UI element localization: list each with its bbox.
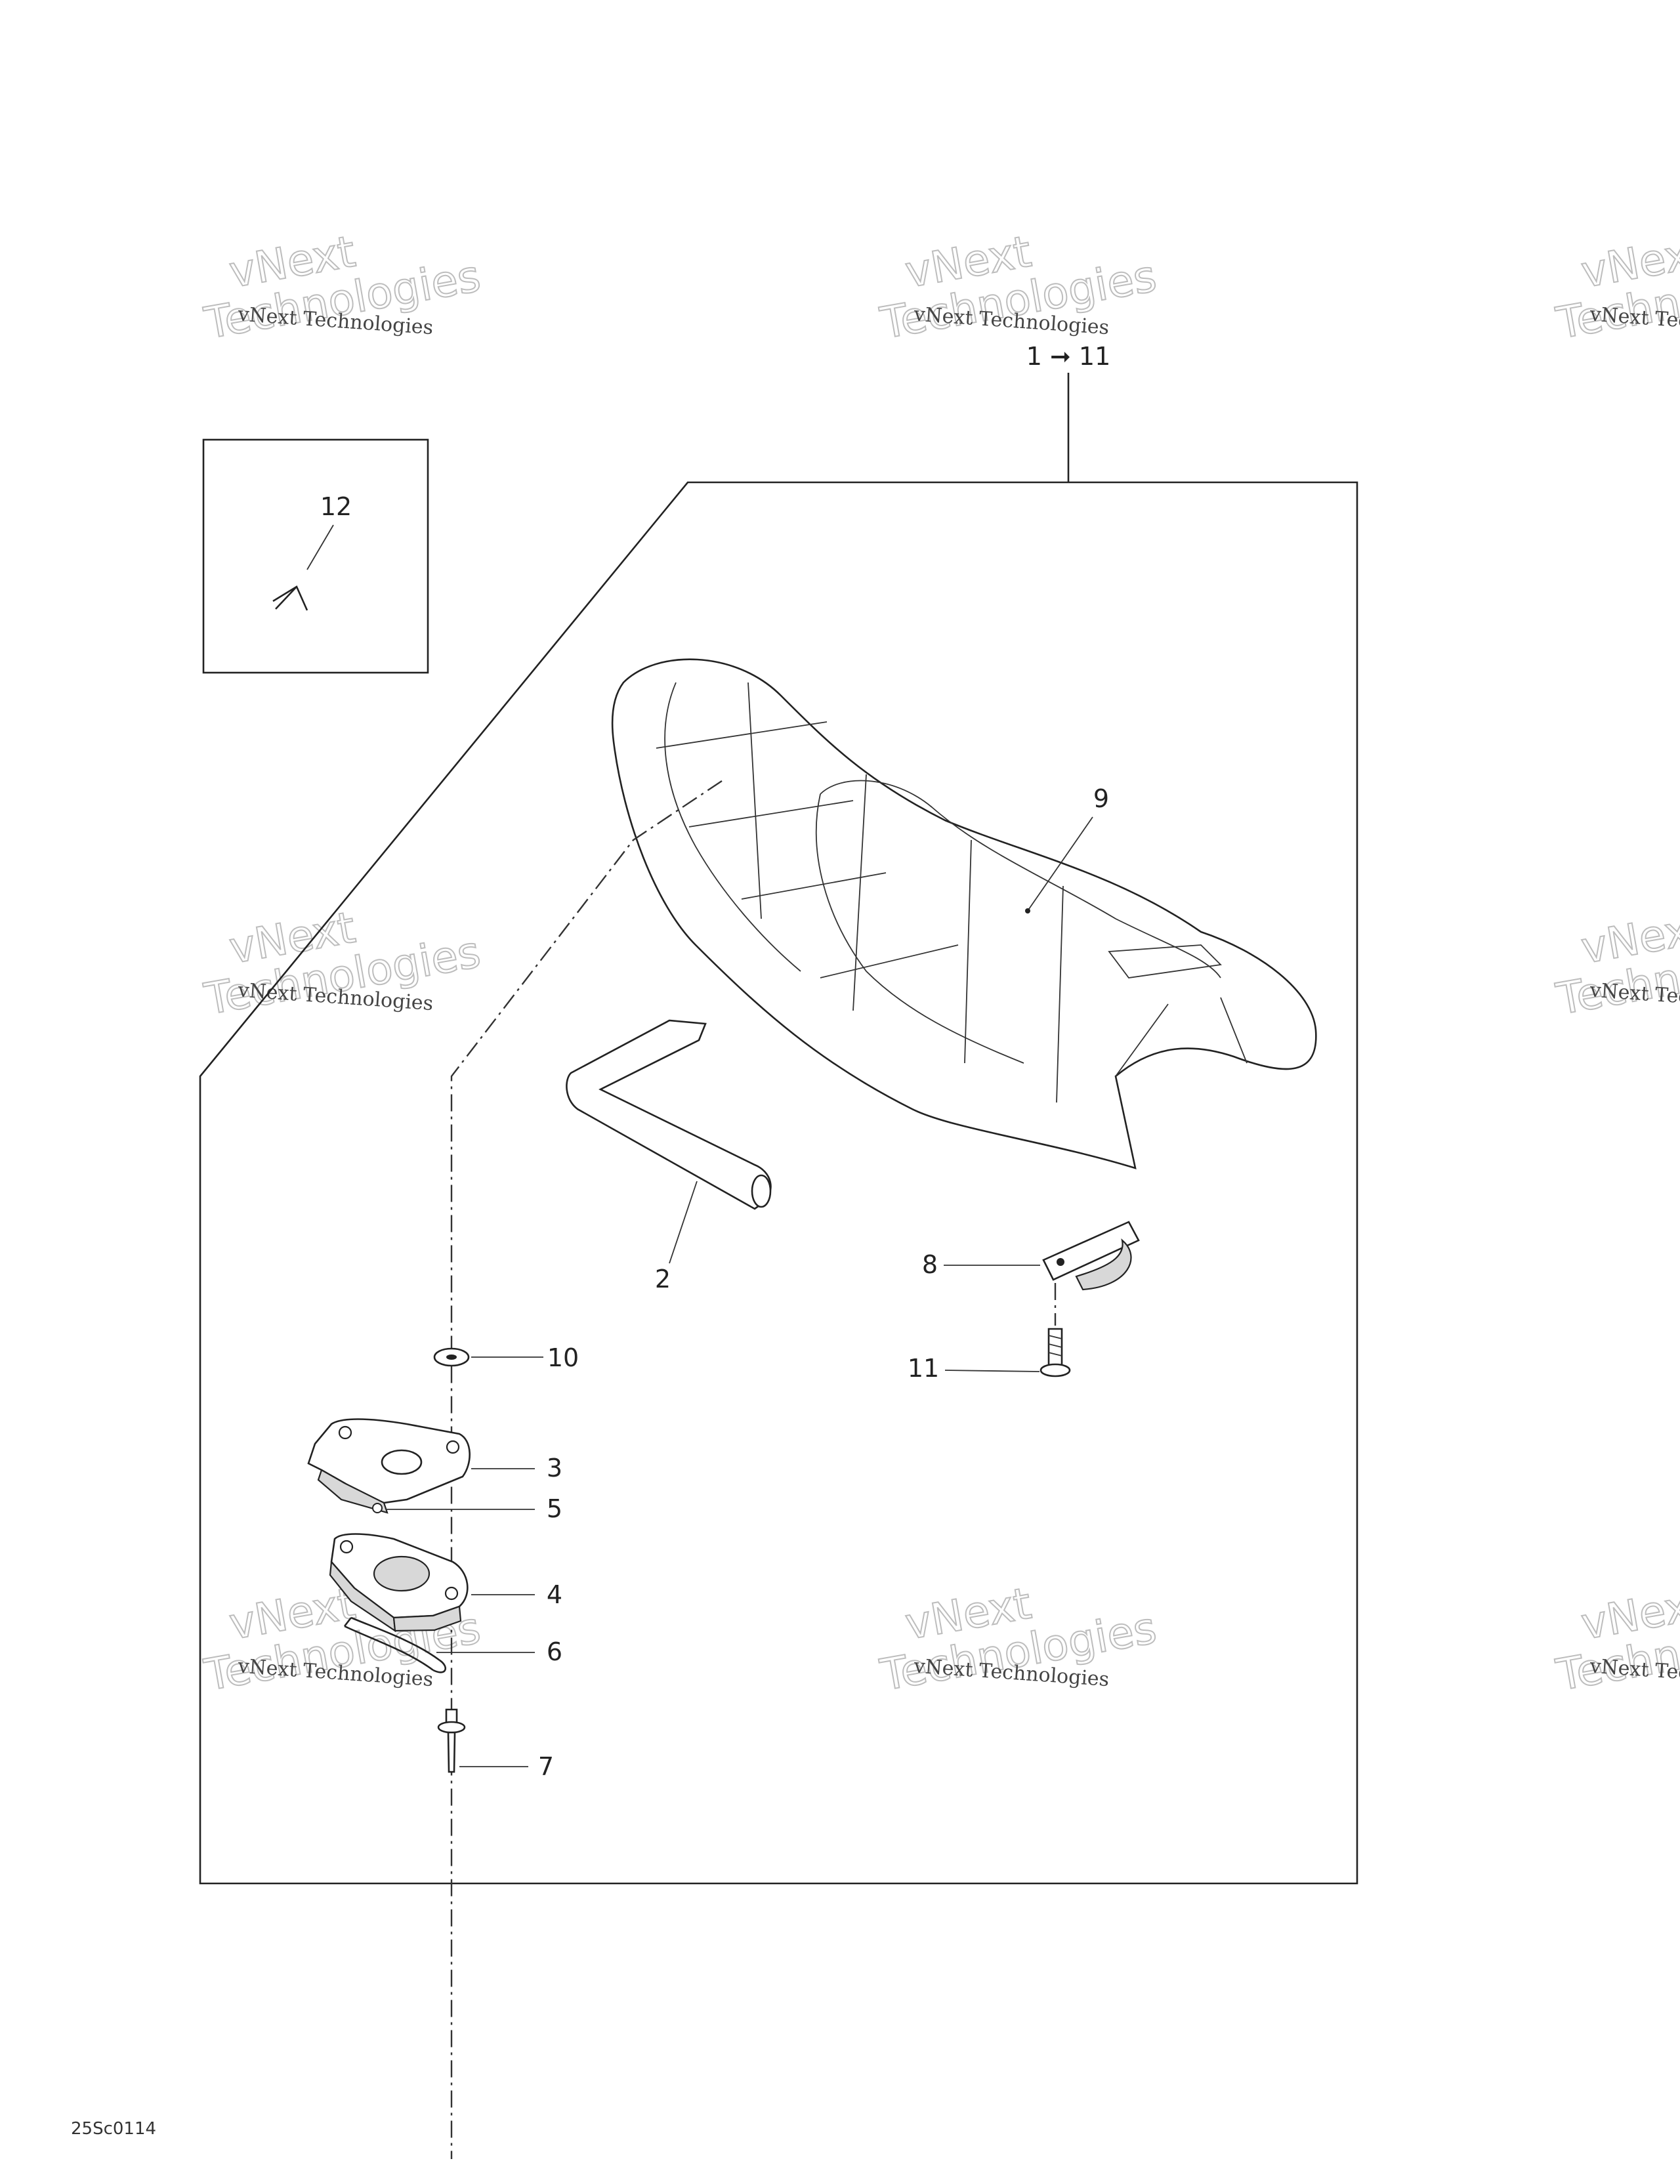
cable-tie — [343, 1616, 446, 1673]
watermark-mid-right: vNext Technologies vNext Technologies — [1552, 901, 1680, 1025]
watermark-bottom-center: vNext Technologies vNext Technologies — [876, 1577, 1161, 1701]
watermark-top-right: vNext Technologies vNext Technologies — [1552, 225, 1680, 349]
range-label: 1 ➞ 11 — [1026, 342, 1111, 371]
rivet — [437, 1708, 466, 1773]
callout-3: 3 — [547, 1454, 562, 1482]
assembly-axis — [450, 780, 723, 2159]
seat — [611, 658, 1317, 1169]
leader-2 — [669, 1181, 698, 1264]
leader-12 — [306, 524, 334, 570]
callout-12: 12 — [320, 492, 352, 521]
inset-box — [202, 438, 429, 674]
leader-11 — [944, 1370, 1040, 1372]
wrench-icon — [272, 585, 308, 611]
callout-6: 6 — [547, 1637, 562, 1666]
watermark-mid-left: vNext Technologies vNext Technologies — [200, 901, 485, 1025]
screw — [1040, 1328, 1071, 1377]
callout-7: 7 — [538, 1752, 554, 1781]
callout-10: 10 — [547, 1343, 579, 1372]
leader-9-dot — [1025, 908, 1030, 914]
callout-2: 2 — [655, 1265, 671, 1293]
assembly-frame — [199, 481, 1358, 1885]
washer — [433, 1347, 470, 1367]
watermark-top-center: vNext Technologies vNext Technologies — [876, 225, 1161, 349]
callout-9: 9 — [1093, 784, 1109, 813]
latch-plate — [307, 1418, 471, 1514]
leader-9 — [1028, 816, 1093, 910]
latch-base — [329, 1533, 469, 1633]
callout-11: 11 — [908, 1354, 939, 1383]
callout-8: 8 — [922, 1250, 938, 1279]
bracket — [1042, 1221, 1140, 1291]
callout-5: 5 — [547, 1494, 562, 1523]
watermark-top-left: vNext Technologies vNext Technologies — [200, 225, 485, 349]
callout-4: 4 — [547, 1580, 562, 1609]
drawing-code: 25Sc0114 — [71, 2119, 156, 2139]
hex-key — [566, 1019, 772, 1210]
watermark-bottom-right: vNext Technologies vNext Technologies — [1552, 1577, 1680, 1701]
